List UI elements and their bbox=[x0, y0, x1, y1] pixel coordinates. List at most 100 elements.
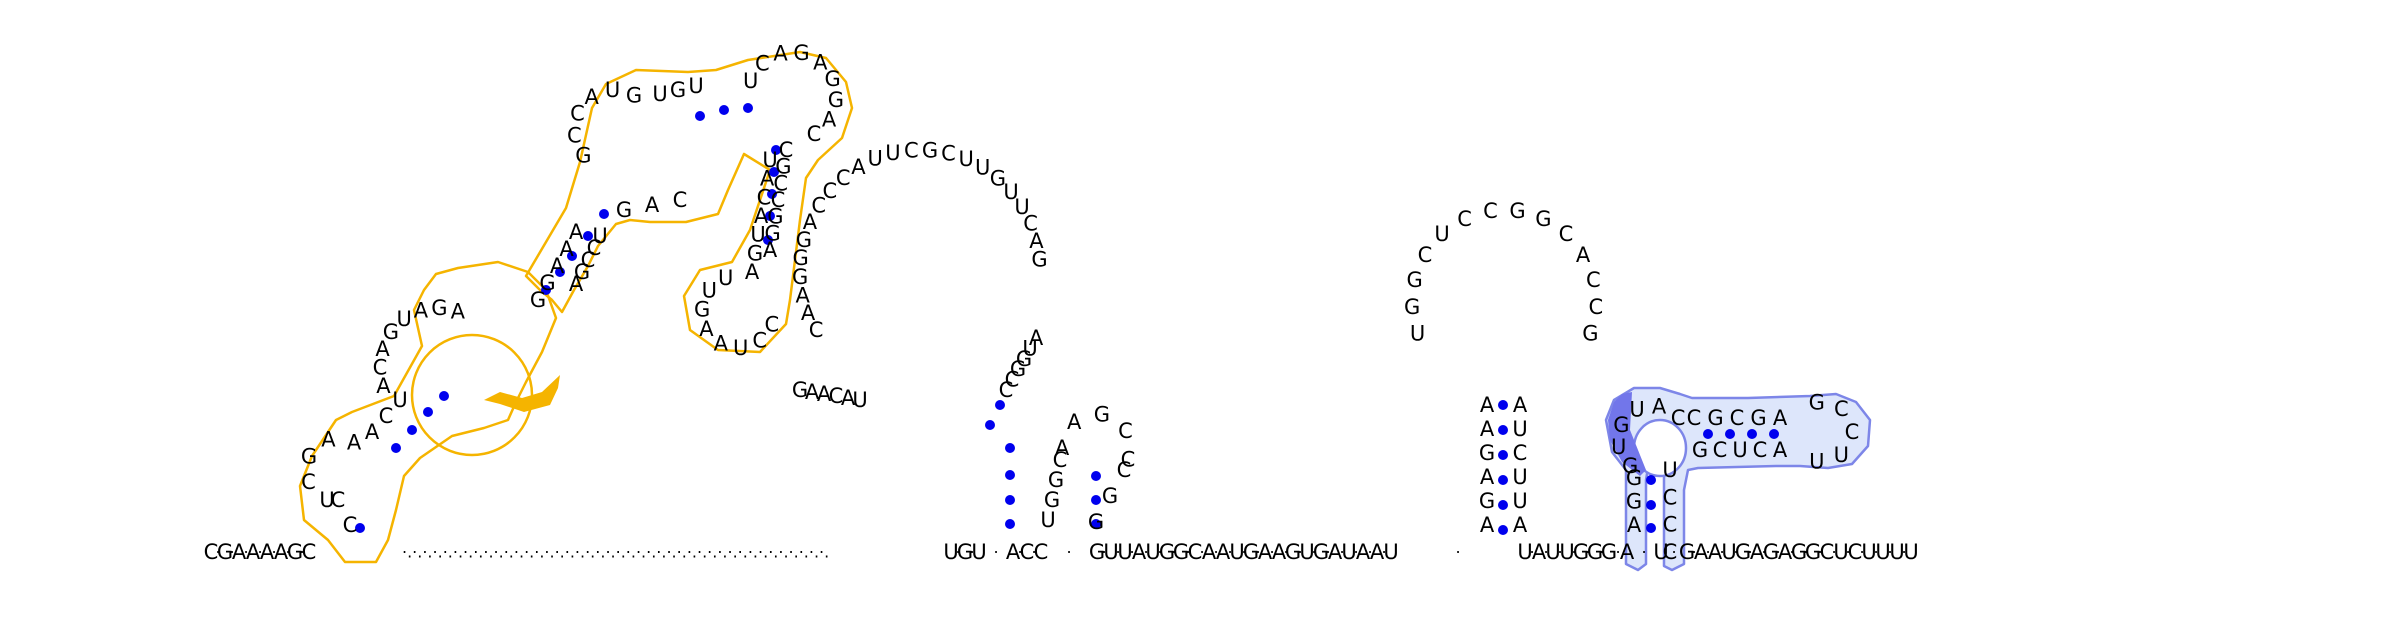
three-prime-base: A bbox=[1750, 540, 1765, 564]
base-pair-dot bbox=[391, 443, 401, 453]
three-prime-base: A bbox=[1202, 540, 1217, 564]
orange-domain-base: G bbox=[301, 444, 317, 468]
three-prime-base: A bbox=[1778, 540, 1793, 564]
backbone-dot: · bbox=[1615, 543, 1620, 562]
blue-highlight-ugu bbox=[1608, 392, 1646, 476]
backbone-dot: · bbox=[1255, 543, 1260, 562]
multiloop-base: U bbox=[1003, 180, 1018, 204]
three-prime-base: U bbox=[1383, 540, 1398, 564]
small-hairpin-base: G bbox=[1088, 510, 1104, 534]
backbone-dot: · bbox=[1143, 543, 1148, 562]
blue-domain-base: A bbox=[1773, 406, 1788, 430]
backbone-dot: · bbox=[1705, 543, 1710, 562]
backbone-dot: · bbox=[271, 543, 276, 562]
small-hairpin-base: A bbox=[1067, 410, 1082, 434]
orange-domain-base: U bbox=[688, 74, 703, 98]
orange-domain-base: A bbox=[451, 299, 466, 323]
base-pair-dot bbox=[985, 420, 995, 430]
small-hairpin-base: G bbox=[1102, 484, 1118, 508]
three-prime-base: G bbox=[1805, 540, 1821, 564]
sequence-line: C·G·A·A·A·A·G·C·.·.·.·.·.·.·.·.·.·.·.·.·… bbox=[204, 540, 1919, 564]
backbone-dot: · bbox=[1831, 543, 1836, 562]
multiloop-base: U bbox=[1014, 195, 1029, 219]
three-prime-base: G bbox=[1089, 540, 1105, 564]
three-prime-base: U bbox=[1889, 540, 1904, 564]
orange-domain-base: G bbox=[793, 41, 809, 65]
blue-domain-base: C bbox=[1663, 540, 1678, 564]
multiloop-base: C bbox=[836, 166, 851, 190]
backbone-dot: · bbox=[1599, 543, 1604, 562]
three-prime-base: A bbox=[1258, 540, 1273, 564]
base-pair-dot bbox=[1646, 523, 1656, 533]
backbone-dot: · bbox=[1455, 543, 1460, 562]
orange-domain-base: U bbox=[718, 266, 733, 290]
multiloop-base: A bbox=[841, 386, 856, 410]
orange-domain-base: G bbox=[694, 297, 710, 321]
three-prime-base: U bbox=[1299, 540, 1314, 564]
blue-domain-base: A bbox=[1652, 395, 1667, 419]
orange-domain-base: A bbox=[773, 41, 788, 65]
base-pair-dot bbox=[1091, 471, 1101, 481]
blue-domain-base: U bbox=[1809, 450, 1824, 474]
hairpin-right-base: G bbox=[1582, 321, 1598, 345]
base-pair-dot bbox=[767, 189, 777, 199]
base-pair-dot bbox=[771, 145, 781, 155]
small-hairpin-base: G bbox=[1094, 403, 1110, 427]
three-prime-base: U bbox=[1517, 540, 1532, 564]
three-prime-base: U bbox=[1861, 540, 1876, 564]
blue-domain-outline bbox=[1604, 386, 1872, 572]
five-prime-base: C bbox=[204, 540, 219, 564]
backbone-dot: · bbox=[1529, 543, 1534, 562]
backbone-dot: · bbox=[1641, 543, 1646, 562]
base-pair-dot bbox=[1646, 500, 1656, 510]
multiloop-base: G bbox=[1010, 357, 1026, 381]
hairpin-right-base: C bbox=[1586, 268, 1601, 292]
orange-domain-base: C bbox=[587, 236, 602, 260]
base-pair-dot bbox=[1646, 475, 1656, 485]
base-pair-dot bbox=[355, 523, 365, 533]
backbone-dot: · bbox=[1719, 543, 1724, 562]
orange-domain-base: G bbox=[530, 288, 546, 312]
three-prime-base: U bbox=[1103, 540, 1118, 564]
three-prime-base: A bbox=[1620, 540, 1635, 564]
orange-domain-base: U bbox=[702, 278, 717, 302]
three-prime-base: A bbox=[1356, 540, 1371, 564]
orange-domain-base: G bbox=[825, 67, 841, 91]
hairpin-right-base: G bbox=[1479, 441, 1495, 465]
base-pair-dot bbox=[599, 209, 609, 219]
backbone-dot: · bbox=[1817, 543, 1822, 562]
hairpin-right-base: C bbox=[1589, 295, 1604, 319]
base-pair-dot bbox=[1498, 525, 1508, 535]
small-hairpin-base: U bbox=[1040, 508, 1055, 532]
three-prime-base: U bbox=[1117, 540, 1132, 564]
orange-highlight-cau bbox=[484, 375, 560, 412]
small-hairpin-base: C bbox=[1053, 448, 1068, 472]
base-pair-dot bbox=[1091, 495, 1101, 505]
orange-domain-base: A bbox=[714, 332, 729, 356]
three-prime-base: C bbox=[1020, 540, 1035, 564]
orange-domain-base: C bbox=[581, 248, 596, 272]
multiloop-base: C bbox=[809, 318, 824, 342]
blue-domain-base: C bbox=[1663, 485, 1678, 509]
base-pair-dot bbox=[439, 391, 449, 401]
five-prime-base: A bbox=[246, 540, 261, 564]
backbone-dot: · bbox=[1691, 543, 1696, 562]
orange-domain-base: C bbox=[757, 185, 772, 209]
orange-domain-base: A bbox=[347, 430, 362, 454]
orange-domain-base: U bbox=[392, 388, 407, 412]
five-prime-base: G bbox=[287, 540, 303, 564]
three-prime-base: G bbox=[1285, 540, 1301, 564]
backbone-dot: · bbox=[1557, 543, 1562, 562]
three-prime-base: G bbox=[1791, 540, 1807, 564]
hairpin-right-base: A bbox=[1513, 393, 1528, 417]
small-hairpin-base: C bbox=[1117, 458, 1132, 482]
orange-domain-base: A bbox=[375, 337, 390, 361]
base-pair-dot bbox=[1498, 475, 1508, 485]
blue-domain-base: A bbox=[1627, 513, 1642, 537]
blue-loop-hole bbox=[1632, 418, 1688, 478]
backbone-dot: · bbox=[257, 543, 262, 562]
multiloop-base: G bbox=[990, 167, 1006, 191]
base-pair-dot bbox=[555, 267, 565, 277]
base-pair-dot bbox=[1703, 429, 1713, 439]
